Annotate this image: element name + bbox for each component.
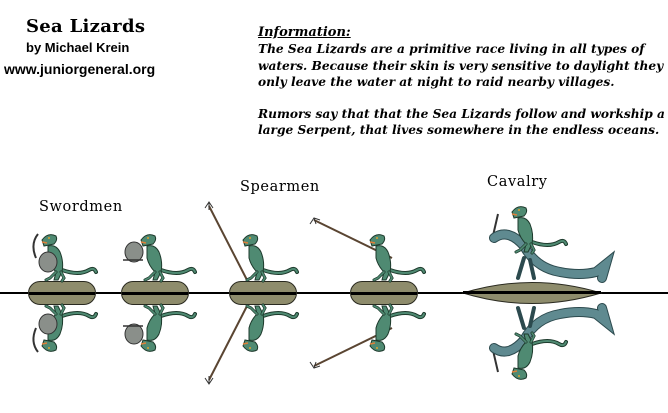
information-paragraph-2: Rumors say that that the Sea Lizards fol… xyxy=(258,107,665,138)
swordman-1-base xyxy=(28,281,96,305)
information-paragraph-1: The Sea Lizards are a primitive race liv… xyxy=(258,42,664,89)
swordman-2-base xyxy=(121,281,189,305)
cavalry-reflection xyxy=(489,303,616,382)
swordman-2-reflection xyxy=(123,303,197,354)
information-panel: Information: The Sea Lizards are a primi… xyxy=(258,25,668,139)
page-title: Sea Lizards xyxy=(26,16,146,37)
spearman-2-base xyxy=(350,281,418,305)
cavalry-figure xyxy=(489,204,616,283)
website-link[interactable]: www.juniorgeneral.org xyxy=(4,61,156,77)
information-heading: Information: xyxy=(258,25,351,40)
spearman-2-reflection xyxy=(309,303,426,369)
spearman-1-reflection xyxy=(204,303,299,385)
fold-line xyxy=(0,292,668,294)
spearman-2-figure xyxy=(309,217,426,283)
cavalry-label: Cavalry xyxy=(487,174,548,190)
author-credit: by Michael Krein xyxy=(26,40,130,55)
swordman-1-figure xyxy=(32,232,98,283)
spearmen-label: Spearmen xyxy=(240,179,320,195)
spearman-1-figure xyxy=(204,201,299,283)
swordman-2-figure xyxy=(123,232,197,283)
swordmen-label: Swordmen xyxy=(39,199,123,215)
cavalry-base xyxy=(461,282,603,304)
swordman-1-reflection xyxy=(32,303,98,354)
